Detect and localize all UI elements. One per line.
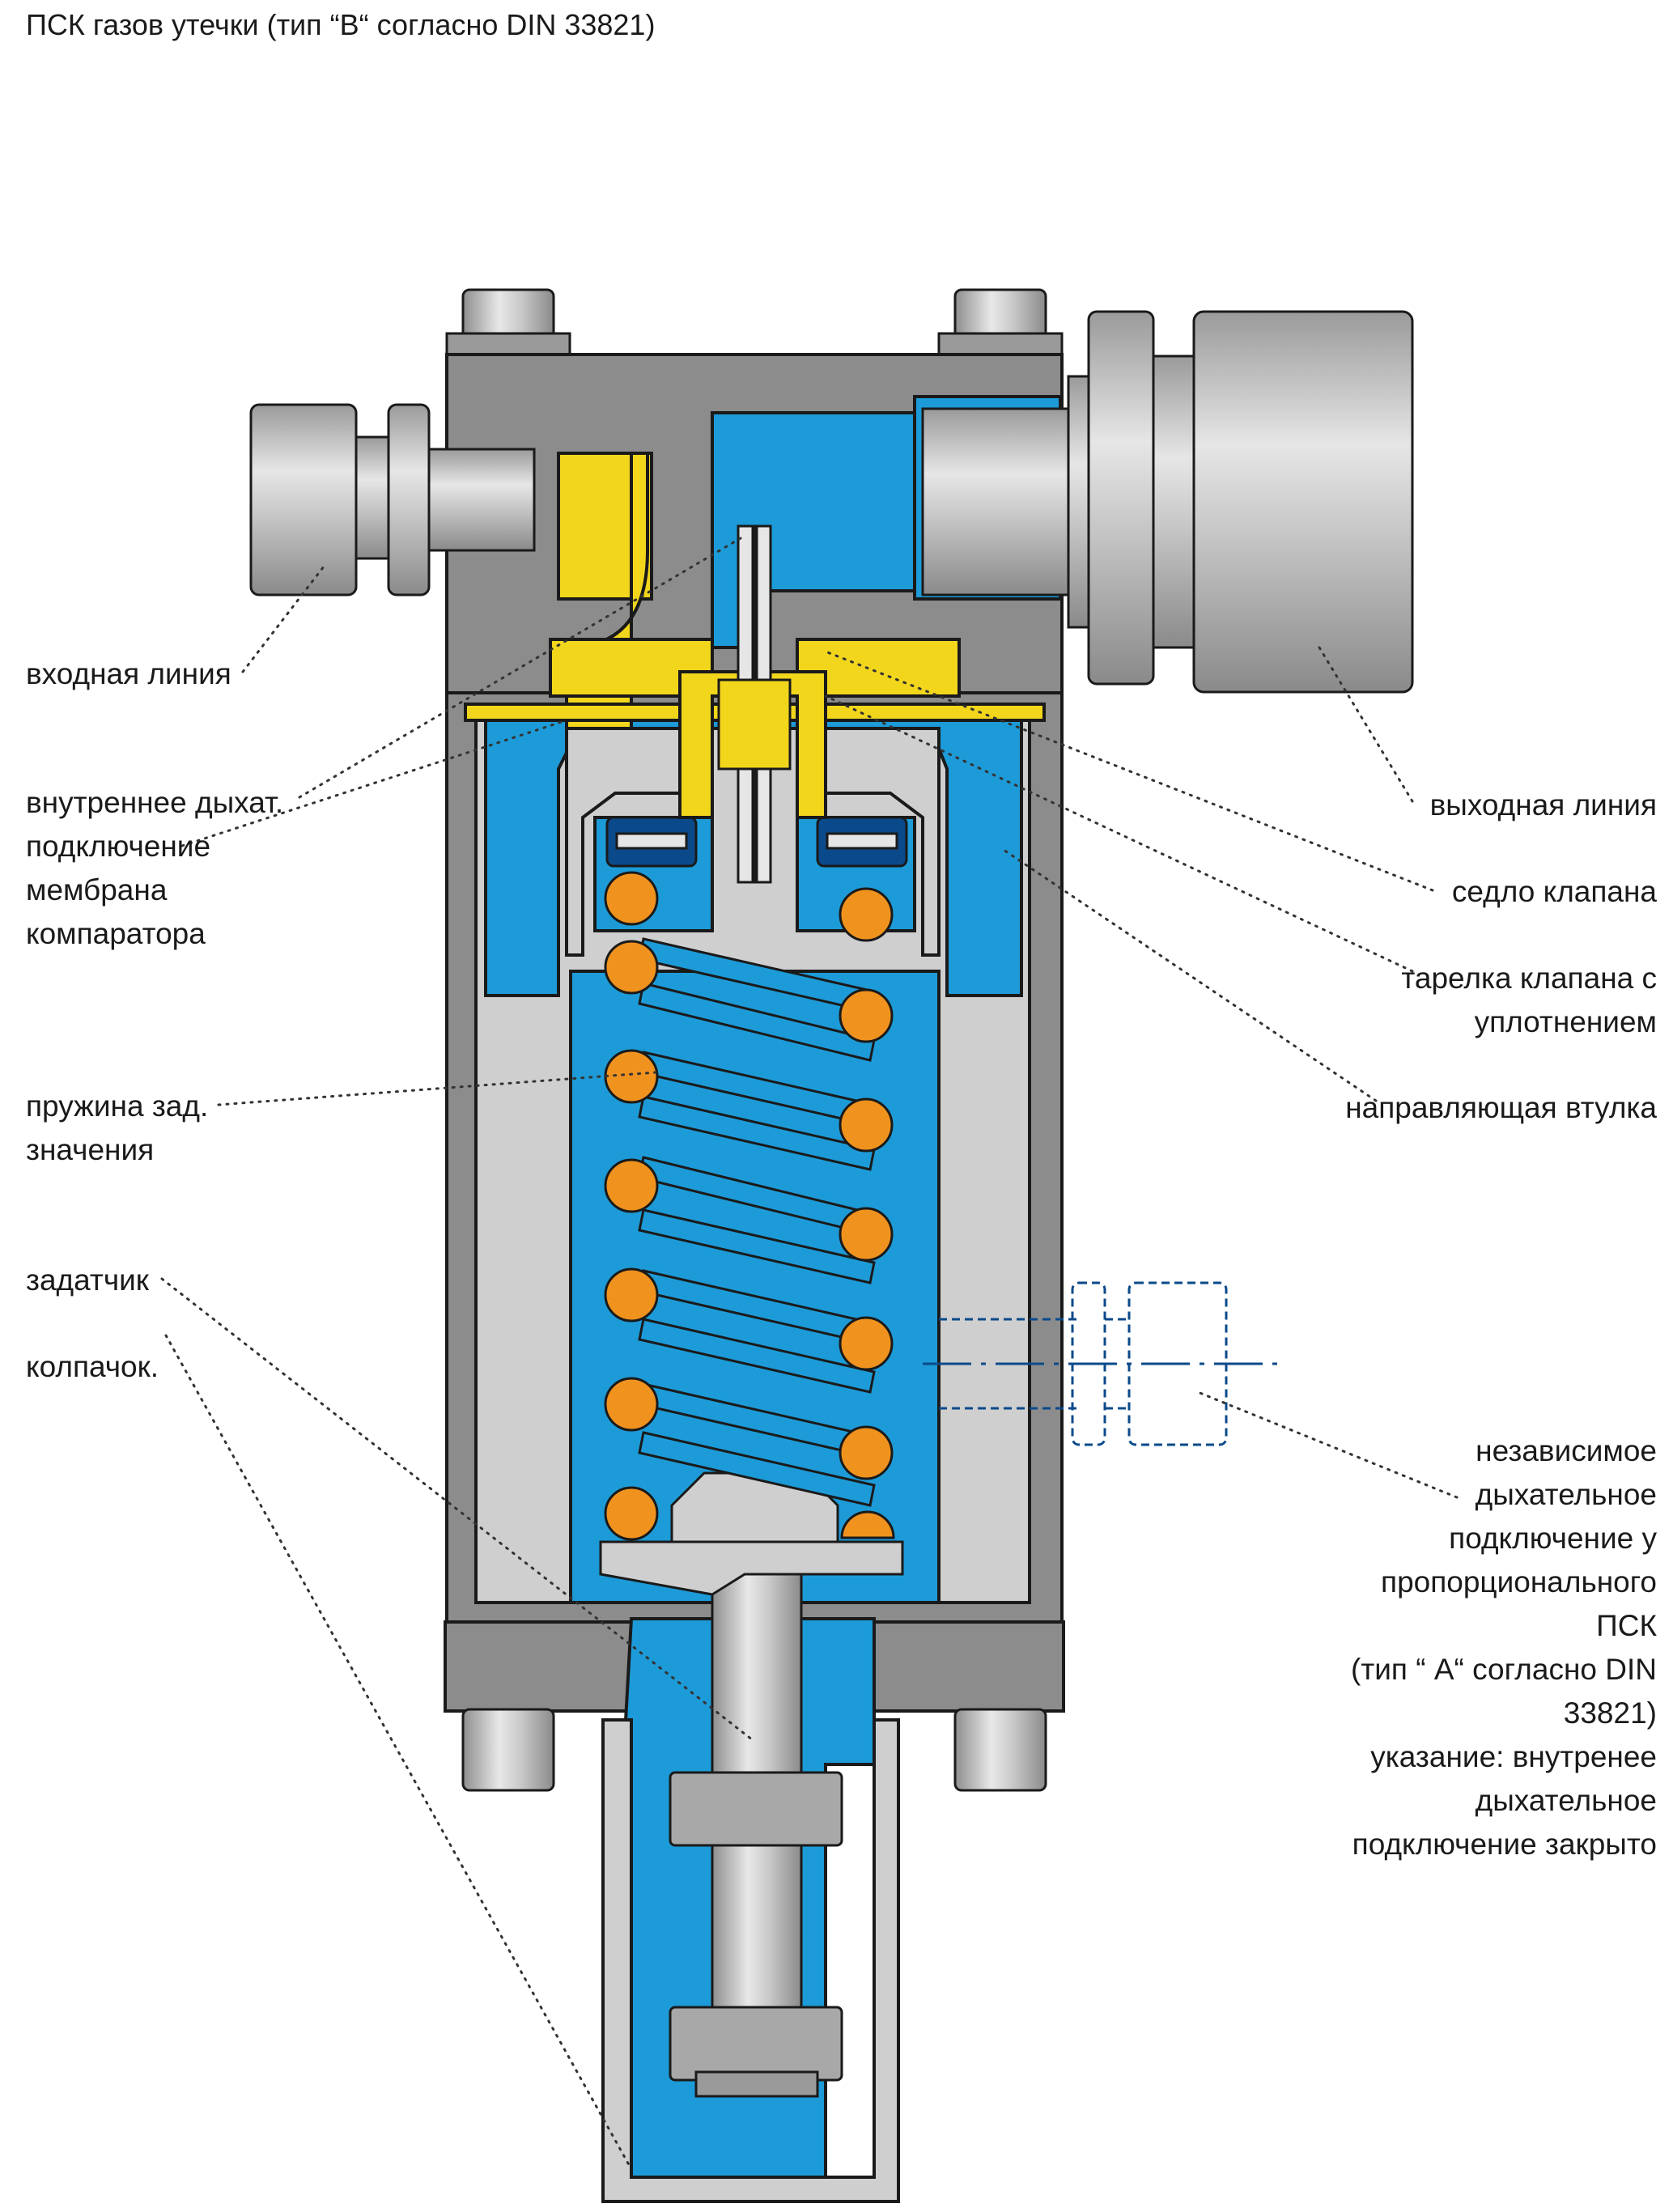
valve-stem xyxy=(717,524,792,884)
inlet-fitting xyxy=(249,403,536,597)
label-membrane: мембрана компаратора xyxy=(26,873,206,950)
cap xyxy=(601,1718,900,2203)
top-bolts xyxy=(445,288,1064,358)
label-spring: пружина зад. значения xyxy=(26,1089,209,1166)
label-guide-bush: направляющая втулка xyxy=(1345,1091,1657,1124)
spring-wire-sections xyxy=(604,871,895,1541)
label-internal-breather: внутреннее дыхат. подключение xyxy=(26,786,284,863)
spring-seat xyxy=(599,1471,904,1596)
setter-screw xyxy=(669,1552,843,2098)
label-setter: задатчик xyxy=(26,1263,149,1297)
label-valve-seat: седло клапана xyxy=(1451,875,1657,908)
label-independent-breather: независимое дыхательное подключение у пр… xyxy=(1351,1434,1657,1861)
diaphragm-rings xyxy=(605,816,908,868)
label-valve-disc: тарелка клапана с уплотнением xyxy=(1401,962,1657,1038)
brass-parts xyxy=(464,452,1046,819)
label-inlet: входная линия xyxy=(26,657,231,690)
label-cap: колпачок. xyxy=(26,1350,159,1383)
page-title: ПСК газов утечки (тип “B“ согласно DIN 3… xyxy=(26,8,656,41)
label-outlet: выходная линия xyxy=(1429,788,1657,822)
bottom-bolts xyxy=(461,1708,1047,1792)
outlet-fitting xyxy=(921,310,1414,694)
leader-lines xyxy=(160,537,1459,2171)
